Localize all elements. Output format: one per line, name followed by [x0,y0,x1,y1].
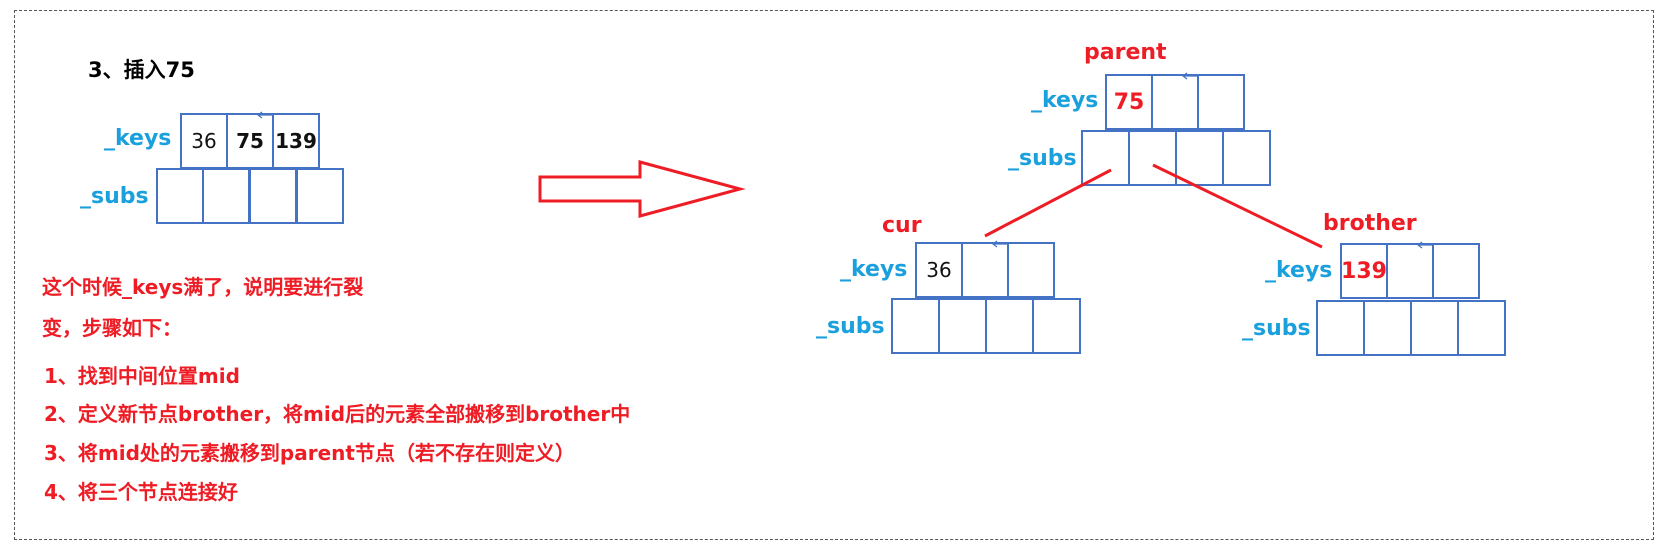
cur-sub-cell-3 [1032,298,1081,354]
dashed-frame [14,10,1654,540]
small-arrow-icon [257,111,272,119]
link-parent-to-cur [984,168,1112,238]
brother-subs-label: _subs [1242,316,1311,341]
step-4: 4、将三个节点连接好 [44,480,238,504]
step-3: 3、将mid处的元素搬移到parent节点（若不存在则定义） [44,441,575,465]
before-subs-label: _subs [80,184,149,209]
parent-key-cell-2 [1197,74,1245,130]
before-sub-cell-1 [202,168,250,224]
brother-sub-cell-3 [1457,300,1506,356]
note-line-2: 变，步骤如下： [42,316,182,340]
brother-key-cell-1 [1386,243,1434,299]
before-key-1: 75 [236,129,264,153]
parent-sub-cell-2 [1175,130,1224,186]
parent-key-cell-1 [1151,74,1199,130]
brother-key-cell-0: 139 [1340,243,1388,299]
brother-keys-label: _keys [1265,258,1333,283]
cur-sub-cell-0 [891,298,940,354]
parent-keys-label: _keys [1031,88,1099,113]
cur-key-0: 36 [926,258,952,282]
parent-label: parent [1084,40,1167,65]
before-sub-cell-3 [296,168,344,224]
step-2: 2、定义新节点brother，将mid后的元素全部搬移到brother中 [44,402,631,426]
step-1: 1、找到中间位置mid [44,364,240,388]
brother-label: brother [1323,211,1417,236]
small-arrow-icon [1417,241,1432,249]
parent-sub-cell-1 [1128,130,1177,186]
parent-key-cell-0: 75 [1105,74,1153,130]
parent-key-0: 75 [1113,89,1145,115]
parent-sub-cell-3 [1222,130,1271,186]
small-arrow-icon [992,240,1007,248]
cur-subs-label: _subs [816,314,885,339]
heading: 3、插入75 [88,58,195,82]
before-key-0: 36 [191,129,217,153]
cur-key-cell-2 [1007,242,1055,298]
small-arrow-icon [1182,72,1197,80]
brother-sub-cell-0 [1316,300,1365,356]
cur-label: cur [882,213,922,238]
right-arrow-icon [538,160,746,218]
before-sub-cell-0 [156,168,204,224]
before-keys-label: _keys [104,126,172,151]
brother-sub-cell-1 [1363,300,1412,356]
cur-keys-label: _keys [840,257,908,282]
link-parent-to-brother [1152,163,1323,249]
before-key-2: 139 [275,129,317,153]
parent-subs-label: _subs [1008,146,1077,171]
brother-sub-cell-2 [1410,300,1459,356]
brother-key-0: 139 [1341,258,1387,284]
brother-key-cell-2 [1432,243,1480,299]
note-line-1: 这个时候_keys满了，说明要进行裂 [42,275,364,299]
